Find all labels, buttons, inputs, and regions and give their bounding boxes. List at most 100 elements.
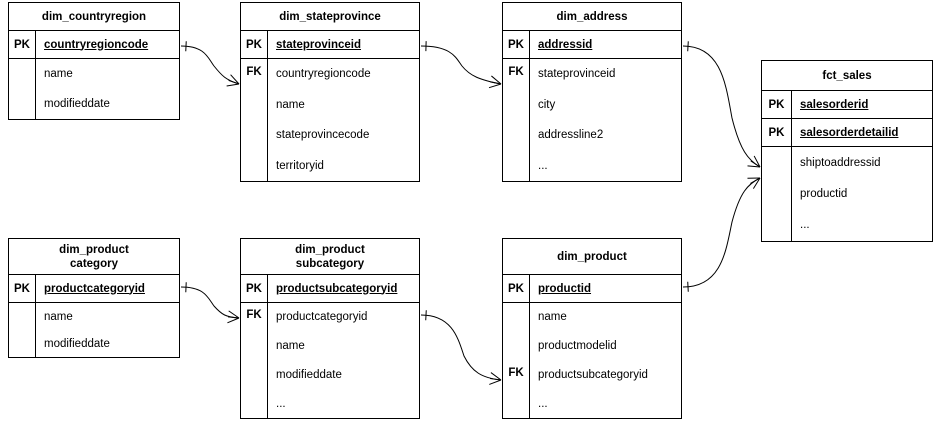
relationship-subcategory-to-product[interactable] (420, 310, 502, 385)
cardinality-many-marker (747, 165, 761, 168)
entity-title-dim_address: dim_address (503, 3, 681, 31)
attribute-name-productsubcategoryid: productsubcategoryid (538, 368, 648, 381)
attribute-name-modifieddate: modifieddate (44, 337, 110, 350)
entity-keycolumn-dim_productcategory (9, 303, 36, 357)
relationship-product-to-fctsales[interactable] (682, 177, 761, 292)
relationship-line (180, 286, 240, 319)
entity-title-line: fct_sales (822, 69, 872, 82)
cardinality-many-marker (228, 316, 240, 319)
key-badge-pk: PK (762, 119, 792, 146)
cardinality-one-marker (425, 310, 427, 321)
entity-title-line: dim_stateprovince (279, 10, 381, 23)
entity-title-line: dim_product (59, 243, 129, 256)
key-badge-pk: PK (762, 91, 792, 118)
entity-row-dim_address-addressid[interactable]: PK addressid (503, 31, 681, 59)
relationship-productcategory-to-subcategory[interactable] (180, 282, 240, 324)
attribute-name-stateprovinceid: stateprovinceid (538, 68, 616, 81)
entity-title-line: subcategory (295, 257, 365, 270)
attribute-name-productsubcategoryid: productsubcategoryid (276, 282, 398, 295)
entity-title-dim_product: dim_product (503, 239, 681, 275)
attribute-name-ellipsisellipsisellipsis: ... (276, 397, 286, 410)
entity-keycolumn-dim_address: FK (503, 59, 530, 181)
attribute-name-countryregioncode: countryregioncode (44, 38, 149, 51)
attribute-name-modifieddate: modifieddate (276, 368, 342, 381)
entity-body-dim_countryregion: name modifieddate (9, 59, 179, 119)
entity-title-fct_sales: fct_sales (762, 61, 932, 91)
key-badge-fk: FK (508, 66, 524, 79)
relationship-line (682, 45, 761, 168)
attribute-name-city: city (538, 98, 556, 111)
entity-title-line: dim_countryregion (41, 10, 147, 23)
entity-row-dim_countryregion-countryregioncode[interactable]: PK countryregioncode (9, 31, 179, 59)
cardinality-one-marker (687, 41, 689, 52)
relationship-countryregion-to-stateprovince[interactable] (180, 41, 240, 87)
key-badge-fk: FK (246, 309, 262, 322)
attribute-name-countryregioncode: countryregioncode (276, 68, 371, 81)
attribute-name-productmodelid: productmodelid (538, 340, 617, 353)
entity-row-fct_sales-salesorderdetailid[interactable]: PK salesorderdetailid (762, 119, 932, 147)
entity-title-line: category (70, 257, 118, 270)
cardinality-many-marker (752, 177, 761, 189)
entity-title-dim_countryregion: dim_countryregion (9, 3, 179, 31)
entity-title-line: dim_product (557, 250, 627, 263)
cardinality-many-marker (750, 177, 761, 184)
cardinality-many-marker (490, 372, 502, 381)
attribute-name-name: name (276, 98, 305, 111)
relationship-line (420, 314, 502, 381)
attribute-name-salesorderdetailid: salesorderdetailid (800, 126, 899, 139)
entity-attributes-dim_productcategory: name modifieddate (36, 303, 179, 357)
attribute-name-ellipsisellipsisellipsis: ... (538, 397, 548, 410)
attribute-name-addressid: addressid (538, 38, 593, 51)
relationship-address-to-fctsales[interactable] (682, 41, 761, 168)
relationship-line (180, 45, 240, 85)
key-badge-fk: FK (246, 66, 262, 79)
cardinality-many-marker (488, 83, 502, 89)
attribute-name-name: name (538, 311, 567, 324)
cardinality-many-marker (228, 79, 240, 85)
entity-keycolumn-fct_sales (762, 147, 792, 241)
entity-body-dim_address: FK stateprovinceid city addressline2... (503, 59, 681, 181)
attribute-name-ellipsisellipsisellipsis: ... (538, 159, 548, 172)
cardinality-many-marker (226, 83, 240, 87)
attribute-name-ellipsisellipsisellipsis: ... (800, 219, 810, 232)
cardinality-one-marker (687, 281, 689, 292)
entity-attributes-dim_address: stateprovinceid city addressline2... (530, 59, 681, 181)
attribute-name-territoryid: territoryid (276, 159, 324, 172)
entity-row-dim_productsubcategory-productsubcategoryid[interactable]: PK productsubcategoryid (241, 275, 419, 303)
entity-body-dim_productcategory: name modifieddate (9, 303, 179, 357)
key-badge-pk: PK (9, 31, 36, 58)
key-badge-pk: PK (503, 31, 530, 58)
attribute-name-name: name (44, 68, 73, 80)
attribute-name-stateprovinceid: stateprovinceid (276, 38, 361, 51)
entity-keycolumn-dim_productsubcategory: FK (241, 303, 268, 418)
attribute-name-addressline2: addressline2 (538, 129, 604, 142)
relationship-stateprovince-to-address[interactable] (420, 41, 502, 89)
cardinality-many-marker (490, 378, 502, 381)
attribute-name-modifieddate: modifieddate (44, 98, 110, 110)
cardinality-many-marker (750, 160, 761, 168)
entity-title-dim_stateprovince: dim_stateprovince (241, 3, 419, 31)
entity-keycolumn-dim_stateprovince: FK (241, 59, 268, 181)
attribute-name-productcategoryid: productcategoryid (276, 311, 368, 324)
attribute-name-name: name (44, 310, 73, 323)
key-badge-pk: PK (241, 275, 268, 302)
cardinality-many-marker (490, 81, 502, 85)
relationship-line (420, 45, 502, 85)
